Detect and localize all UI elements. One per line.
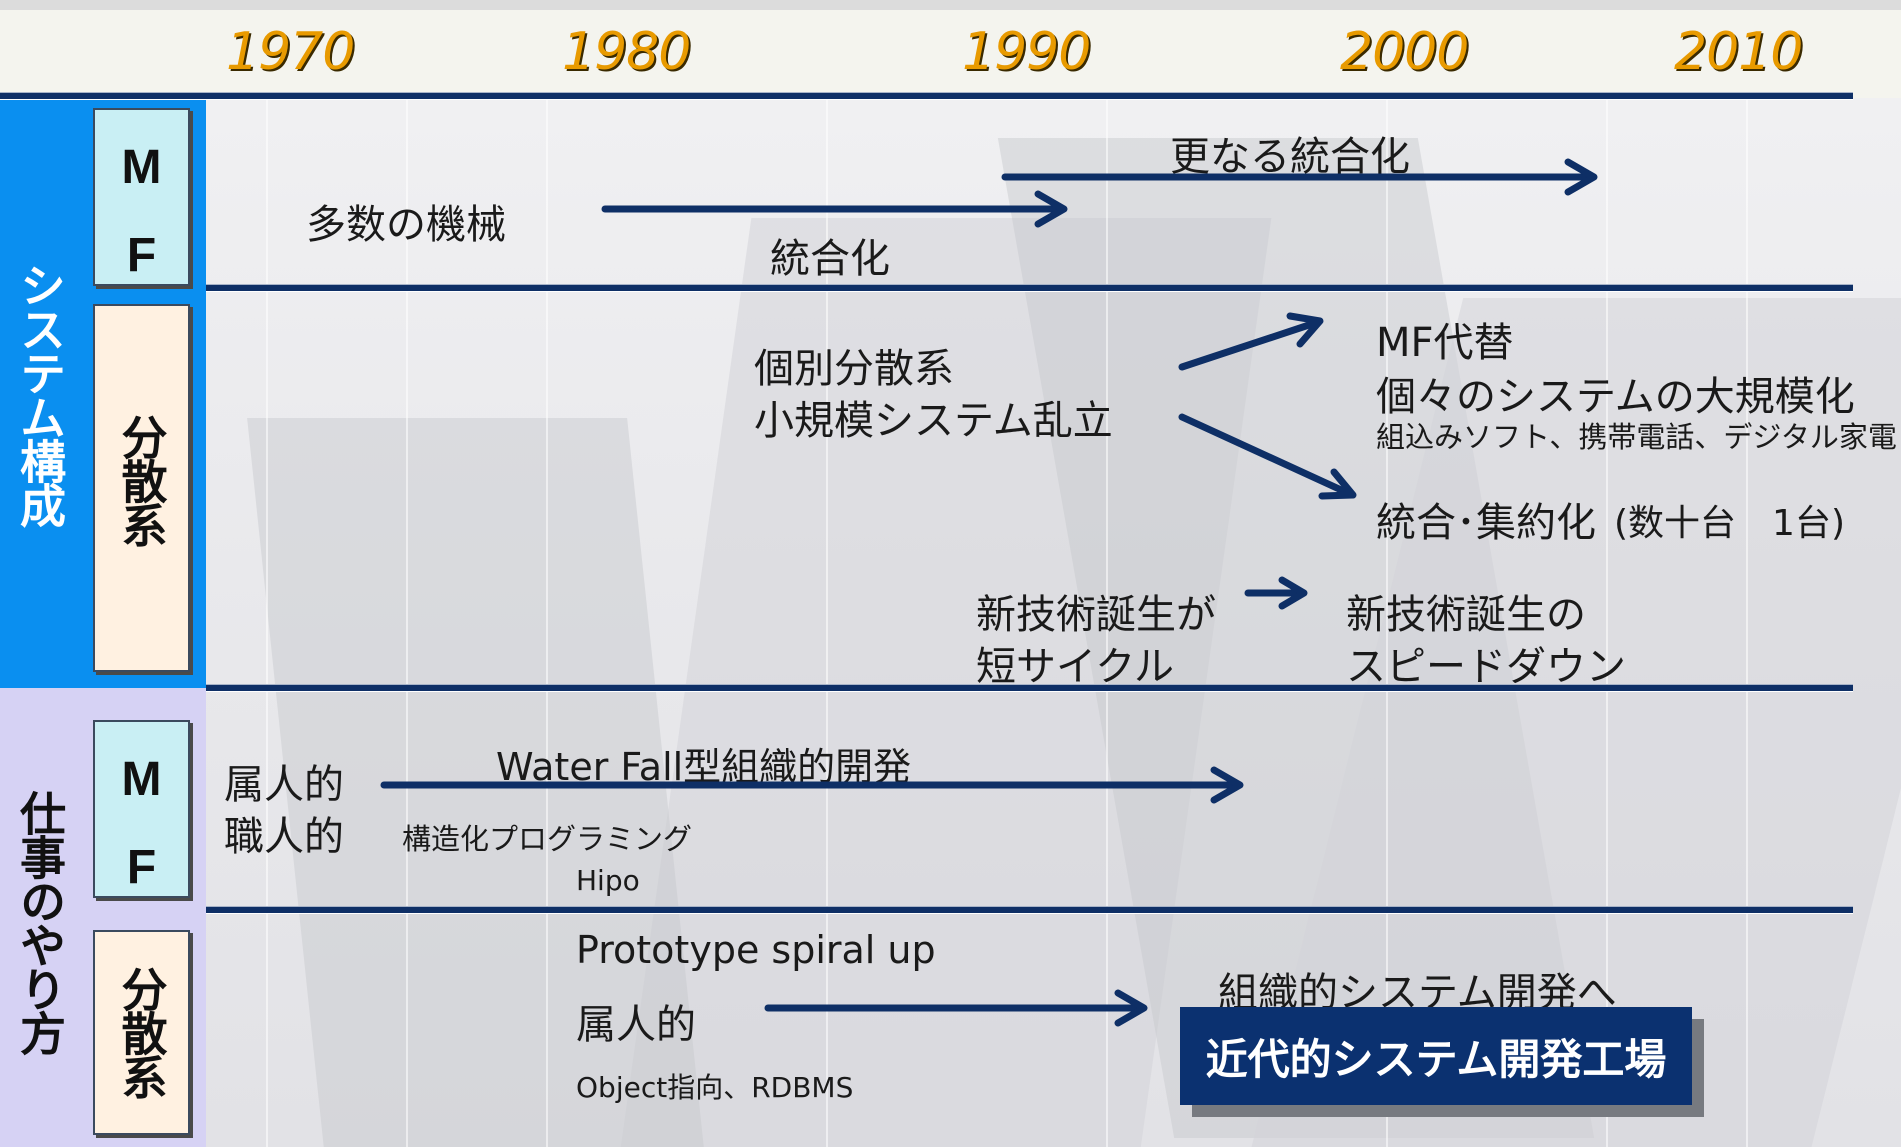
person-dependent-text-2: 属人的 [576, 1002, 696, 1048]
mf-letter-f: F [126, 841, 157, 894]
system-bunsan-box: 分散系 [93, 304, 190, 672]
system-bunsan-label: 分散系 [114, 414, 169, 546]
embedded-examples-text: 組込みソフト、携帯電話、デジタル家電 [1376, 420, 1897, 454]
work-mf-box: M F [93, 720, 190, 898]
new-tech-short-cycle-1: 新技術誕生が [976, 592, 1216, 638]
further-integration-text: 更なる統合化 [1170, 134, 1410, 180]
row-divider-2 [206, 684, 1853, 692]
waterfall-arrow [380, 766, 1244, 804]
many-machines-text: 多数の機械 [306, 202, 506, 248]
year-header-band [0, 0, 1901, 98]
system-mf-box: M F [93, 108, 190, 286]
mf-letter-f: F [126, 229, 157, 282]
work-bunsan-box: 分散系 [93, 930, 190, 1135]
consolidation-detail-text: (数十台 1台) [1614, 503, 1845, 544]
top-strip [0, 0, 1901, 10]
system-category-label: システム構成 [13, 262, 67, 526]
building-background [206, 98, 1901, 1147]
hipo-text: Hipo [576, 864, 640, 897]
new-tech-slowdown-2: スピードダウン [1346, 644, 1626, 690]
object-oriented-text: Object指向、RDBMS [576, 1071, 854, 1104]
row-divider-1 [206, 284, 1853, 292]
mf-letter-m: M [121, 753, 162, 806]
new-tech-arrow [1244, 576, 1308, 610]
prototype-spiral-text: Prototype spiral up [576, 928, 936, 972]
small-systems-text: 小規模システム乱立 [754, 398, 1113, 444]
mf-replacement-arrow [1178, 312, 1324, 371]
work-bunsan-label: 分散系 [114, 966, 169, 1098]
work-category-label: 仕事のやり方 [13, 790, 67, 1054]
row-divider-3 [206, 906, 1853, 914]
header-divider [0, 92, 1853, 100]
year-2000: 2000 [1340, 22, 1469, 82]
new-tech-slowdown-1: 新技術誕生の [1346, 592, 1586, 638]
mf-replacement-text: MF代替 [1376, 320, 1514, 366]
new-tech-short-cycle-2: 短サイクル [976, 644, 1174, 690]
consolidation-arrow [1178, 413, 1357, 500]
year-2010: 2010 [1674, 22, 1803, 82]
year-1980: 1980 [562, 22, 691, 82]
org-dev-arrow [764, 989, 1148, 1027]
integration-arrow [601, 190, 1068, 228]
consolidation-text: 統合･集約化 [1376, 500, 1596, 546]
modern-factory-label: 近代的システム開発工場 [1205, 1034, 1667, 1084]
year-1970: 1970 [226, 22, 355, 82]
person-dependent-text: 属人的 [224, 762, 344, 808]
structured-programming-text: 構造化プログラミング [402, 822, 693, 856]
integration-text: 統合化 [770, 236, 890, 282]
individual-distributed-text: 個別分散系 [754, 346, 954, 392]
mf-letter-m: M [121, 141, 162, 194]
modern-factory-box: 近代的システム開発工場 [1180, 1007, 1692, 1105]
craftsman-text: 職人的 [224, 814, 344, 860]
further-integration-arrow [1001, 158, 1598, 196]
large-scale-text: 個々のシステムの大規模化 [1376, 374, 1855, 420]
year-1990: 1990 [962, 22, 1091, 82]
